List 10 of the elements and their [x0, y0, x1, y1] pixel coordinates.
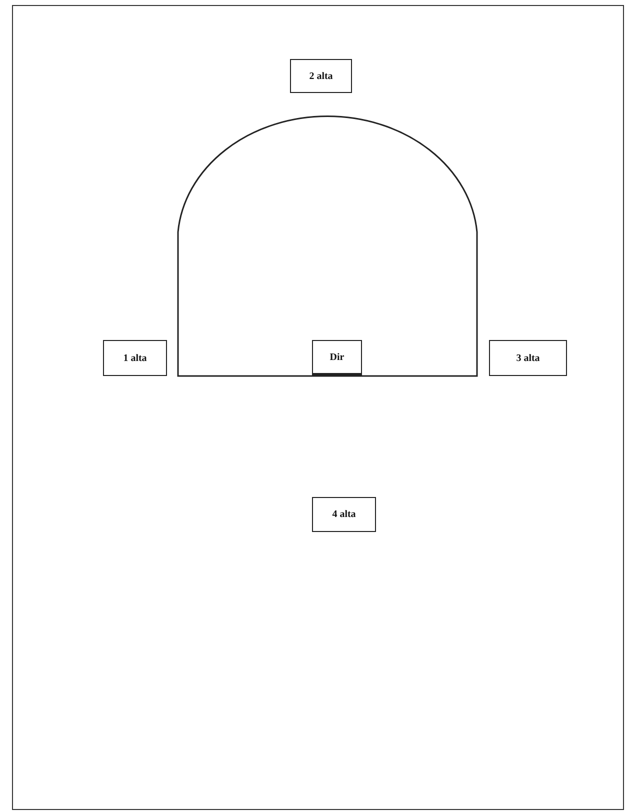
- label-box: [312, 497, 376, 532]
- label-box: [489, 340, 567, 376]
- box-label: 1 alta: [123, 352, 147, 364]
- label-box: [103, 340, 167, 376]
- box-label: 2 alta: [309, 70, 333, 82]
- box-label: Dir: [330, 352, 344, 362]
- box-label: 3 alta: [516, 352, 540, 364]
- box-label: 4 alta: [332, 509, 356, 520]
- label-box: [312, 340, 362, 376]
- label-box: [290, 59, 352, 93]
